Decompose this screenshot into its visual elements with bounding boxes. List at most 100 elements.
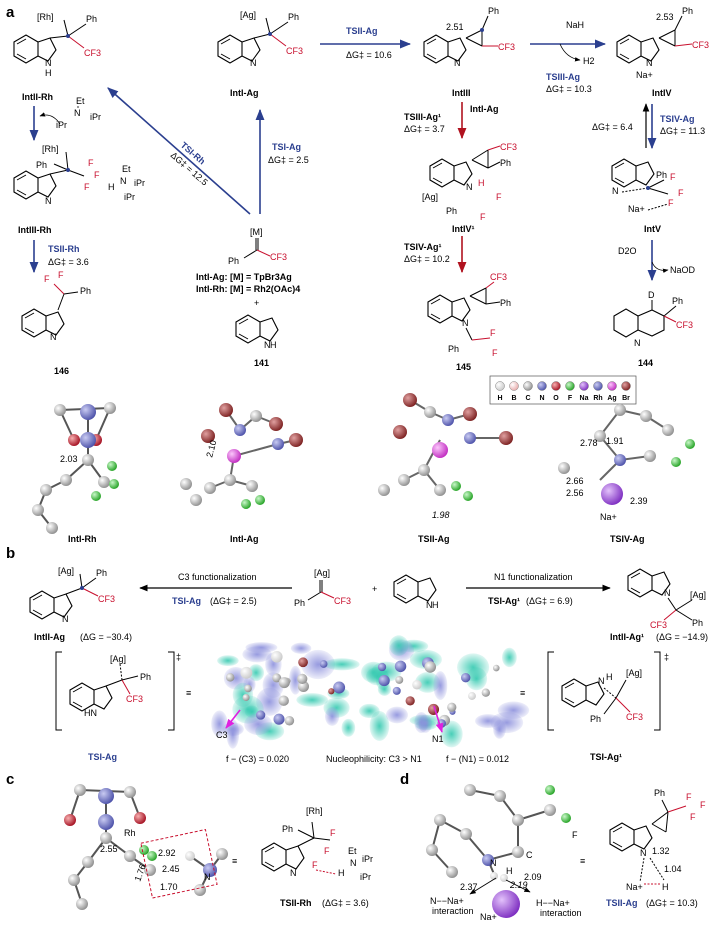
isosurface-lobe [369,711,390,741]
ipr-label-1: iPr [56,120,67,130]
isosurface-lobe [502,647,517,668]
cf3-label: CF3 [692,40,709,50]
structure-146: F F Ph N 146 [21,270,91,376]
panel-b-label: b [6,545,15,562]
isosurface-lobe [418,714,432,733]
h-label: H [478,178,485,188]
ph-label: Ph [228,256,239,266]
legend-label-f: F [568,395,573,402]
legend-label-ag: Ag [607,395,616,402]
atom [468,692,476,700]
ph-label: Ph [590,714,601,724]
tsII-ag-label: TSII-Ag [346,26,378,36]
ts-bracket-right: ‡ N H [Ag] Ph CF3 [547,651,669,731]
structure-intV: N Ph F F F Na+ IntV [611,158,684,234]
tsII-rh-dg-c: (ΔG‡ = 3.6) [322,898,369,908]
equiv-left: ≡ [186,688,191,698]
et-label: Et [122,164,131,174]
atom [412,679,422,690]
def-ag: IntI-Ag: [M] = TpBr3Ag [196,272,292,282]
atom [424,661,437,673]
reagents: [M] Ph CF3 IntI-Ag: [M] = TpBr3Ag IntI-R… [196,227,300,368]
structure-144: D Ph CF3 N 144 [613,290,693,368]
distance-203: 2.03 [60,454,78,464]
c-label: C [526,850,533,860]
cf3-label: CF3 [98,594,115,604]
legend-label-na: Na [580,395,589,402]
f-label-1: F [330,828,336,838]
distance-237: 2.37 [460,882,478,892]
tsII-ag-dg-d: (ΔG‡ = 10.3) [646,898,698,908]
atom [392,686,401,695]
distance-256: 2.56 [566,488,584,498]
n-label: N [350,858,357,868]
interaction-h-na: H−−Na+ [536,898,570,908]
atom [278,695,289,706]
distance-251: 2.51 [446,22,464,32]
equiv-c: ≡ [232,856,237,866]
atom [273,713,285,725]
distance-198: 1.98 [432,510,450,520]
ipr-label-2: iPr [90,112,101,122]
n-label: N [466,182,473,192]
reverse-dg: ΔG‡ = 6.4 [592,122,633,132]
model-intI-rh-label: IntI-Rh [68,534,97,544]
nh-label: N [50,332,57,342]
f-label-1: F [670,172,676,182]
compound-145-label: 145 [456,362,471,372]
ag-fragment: [Ag] [690,590,706,600]
plus-sign: + [254,298,259,308]
atom [225,673,235,682]
ph-label: Ph [288,12,299,22]
fukui-n1: f − (N1) = 0.012 [446,754,509,764]
f-label-2: F [58,270,64,280]
nh-label: N [290,868,297,878]
isosurface-lobe [433,671,448,700]
tsIII-ag1-dg: ΔG‡ = 3.7 [404,124,445,134]
n-label: N [646,58,653,68]
fukui-c3: f − (C3) = 0.020 [226,754,289,764]
carbene-b: [Ag] Ph CF3 [294,568,351,608]
site-label: N1 [432,734,444,744]
cf3-label: CF3 [270,252,287,262]
panel-a-label: a [6,4,15,21]
n-label: N [74,108,81,118]
distance-191: 1.91 [606,436,624,446]
legend-label-o: O [553,395,559,402]
isosurface-lobe [324,658,360,671]
n-label: N [204,872,211,882]
nh-label: N [264,340,271,350]
distance-278: 2.78 [580,438,598,448]
rh-label: Rh [124,828,136,838]
f-label-3: F [690,812,696,822]
tsIII-ag-dg: ΔG‡ = 10.3 [546,84,592,94]
n-label: N [612,186,619,196]
d-label: D [648,290,655,300]
intIII-rh-label: IntIII-Rh [18,225,52,235]
rh-fragment: [Rh] [306,806,323,816]
atom [240,666,253,679]
tsIV-ag-dg: ΔG‡ = 11.3 [660,126,705,136]
isosurface-lobe [296,693,328,707]
rh-fragment: [Rh] [37,12,54,22]
atom [378,674,390,687]
ph-label-2: Ph [448,344,459,354]
ph-label: Ph [96,568,107,578]
structure-tsII-rh: [Rh] Ph F F F H N Et iPr iPr N [261,806,373,882]
metal-label: [M] [250,227,263,237]
ag-fragment: [Ag] [422,192,438,202]
isosurface-lobe [385,706,408,724]
tsI-ag1-label-b: TSI-Ag¹ [488,596,520,606]
base-et3n: Et N iPr iPr [56,96,101,130]
n-label: N [664,588,671,598]
fukui-n1-model: N1 [359,635,530,748]
compound-141-label: 141 [254,358,269,368]
distance-219: 2.19 [509,880,528,890]
isosurface-lobe [244,713,273,736]
ag-fragment: [Ag] [240,10,256,20]
cf3-label: CF3 [626,712,643,722]
atom [481,688,490,697]
structure-intII-ag1: N [Ag] CF3 Ph IntII-Ag¹ (ΔG = −14.9) [610,568,708,642]
n-label: N [634,338,641,348]
